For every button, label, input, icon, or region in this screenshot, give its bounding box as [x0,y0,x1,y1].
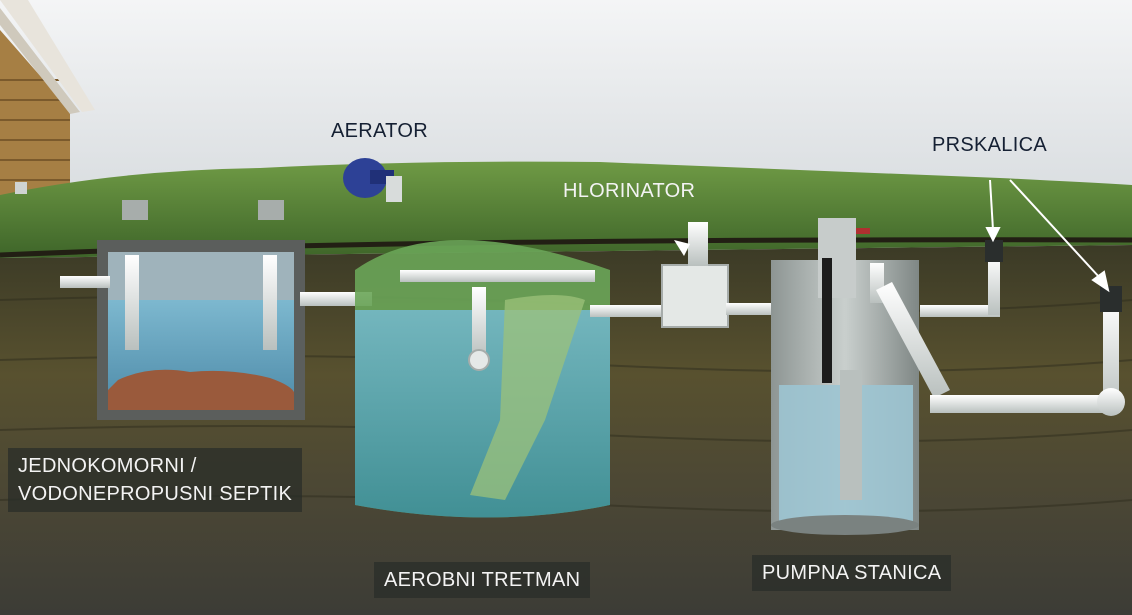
septic-tank-label-line2: VODONEPROPUSNI SEPTIK [18,483,293,505]
aerator-blower [343,158,402,202]
sprinkler-arrows [985,179,1110,293]
septic-tank [97,200,305,420]
pump-station-label: PUMPNA STANICA [752,555,952,591]
discharge-pipes [870,255,1125,416]
inlet-pipe [60,276,110,288]
chlorinator-label: HLORINATOR [563,180,696,202]
sprinkler-label: PRSKALICA [932,134,1047,156]
pipe-septic-aerobic [300,292,372,306]
pipe-aerobic-chlorinator [590,305,665,317]
sprinkler-heads [985,240,1122,312]
septic-tank-label: JEDNOKOMORNI / VODONEPROPUSNI SEPTIK [8,448,303,512]
aerator-label: AERATOR [331,120,428,142]
house [0,0,95,200]
pipe-chlorinator-pump [726,303,774,315]
chlorinator-box [661,222,729,328]
aerobic-tank [355,240,610,518]
aerobic-treatment-label: AEROBNI TRETMAN [374,562,591,598]
pump-station [771,218,919,535]
septic-tank-label-line1: JEDNOKOMORNI / [18,455,197,477]
